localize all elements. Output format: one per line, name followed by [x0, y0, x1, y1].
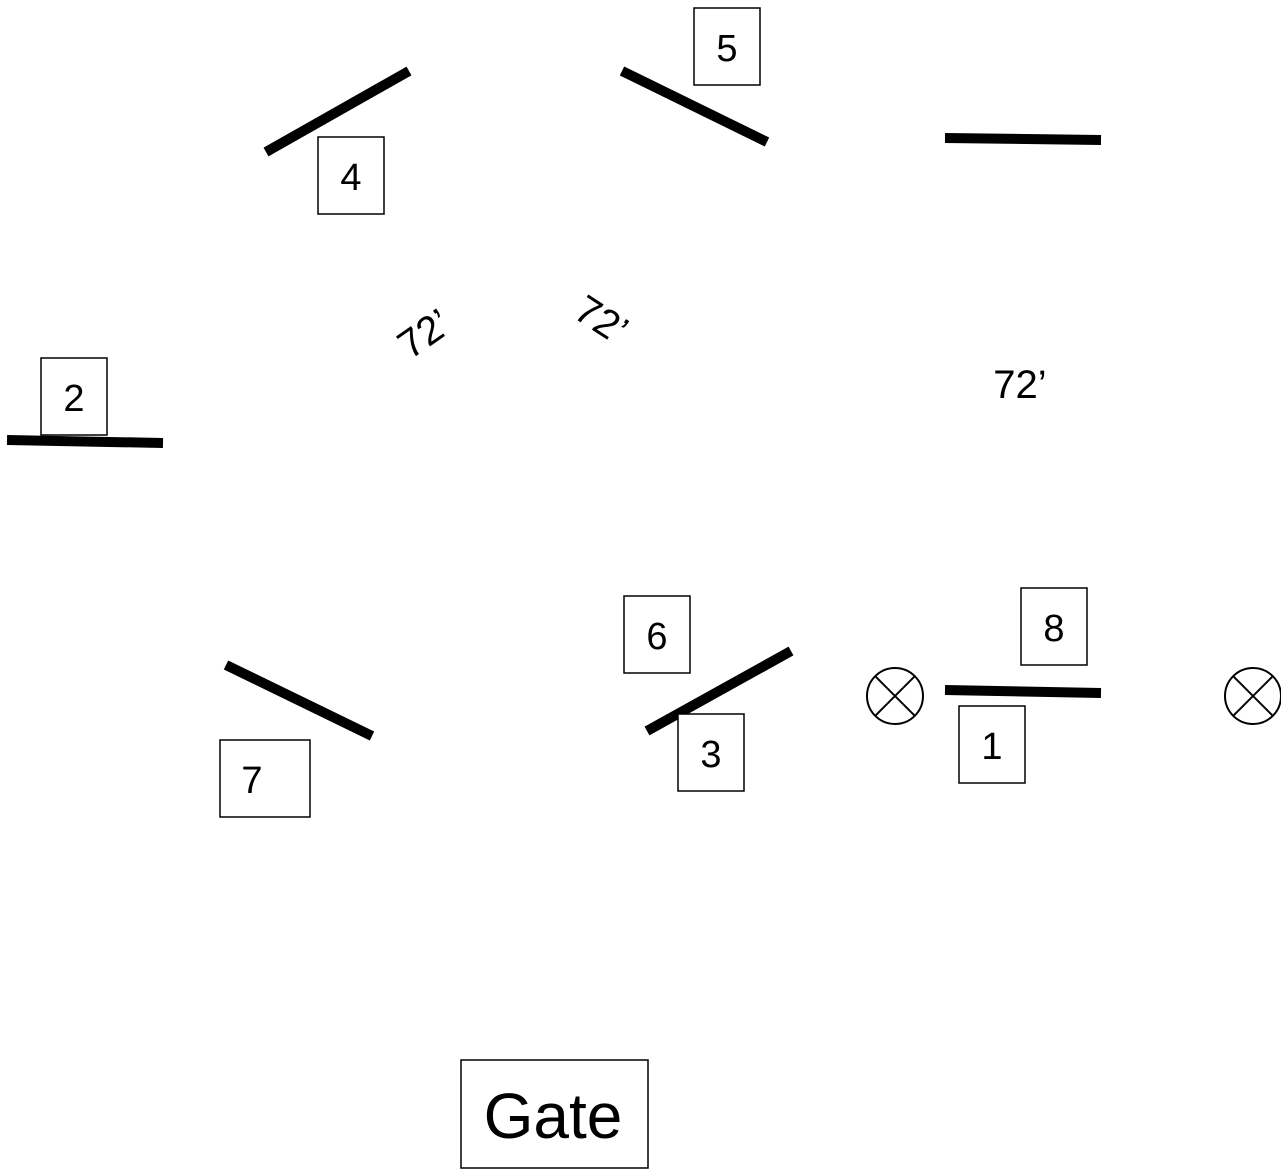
- jump-number-4: 4: [317, 136, 385, 215]
- fence-rail-4: [263, 66, 412, 157]
- jump-number-6-label: 6: [646, 616, 667, 658]
- gate-label: Gate: [484, 1080, 623, 1152]
- jump-number-3-label: 3: [700, 734, 721, 776]
- crossed-circle-marker-icon: [866, 667, 924, 725]
- jump-number-3: 3: [677, 713, 745, 792]
- jump-number-6: 6: [623, 595, 691, 674]
- jump-number-5: 5: [693, 7, 761, 86]
- distance-label-left: 72’: [390, 301, 459, 368]
- fence-rail-5: [619, 66, 770, 147]
- jump-number-2: 2: [40, 357, 108, 436]
- fence-rail-2: [6, 435, 164, 448]
- jump-number-1-label: 1: [981, 726, 1002, 768]
- gate: Gate: [460, 1059, 649, 1169]
- jump-number-7-label: 7: [241, 760, 262, 802]
- jump-number-8-label: 8: [1043, 608, 1064, 650]
- jump-number-5-label: 5: [716, 28, 737, 70]
- fence-rail-top-right: [944, 133, 1102, 145]
- distance-label-right: 72’: [993, 363, 1046, 407]
- fence-rail-3-6: [644, 646, 794, 736]
- fence-rail-1-8: [944, 685, 1102, 698]
- jump-number-4-label: 4: [340, 157, 361, 199]
- jump-number-7: 7: [219, 739, 311, 818]
- distance-label-middle: 72’: [567, 287, 636, 353]
- jump-number-2-label: 2: [63, 378, 84, 420]
- jump-number-8: 8: [1020, 587, 1088, 666]
- crossed-circle-marker-icon: [1224, 667, 1281, 725]
- jump-number-1: 1: [958, 705, 1026, 784]
- fence-rail-7: [223, 660, 375, 741]
